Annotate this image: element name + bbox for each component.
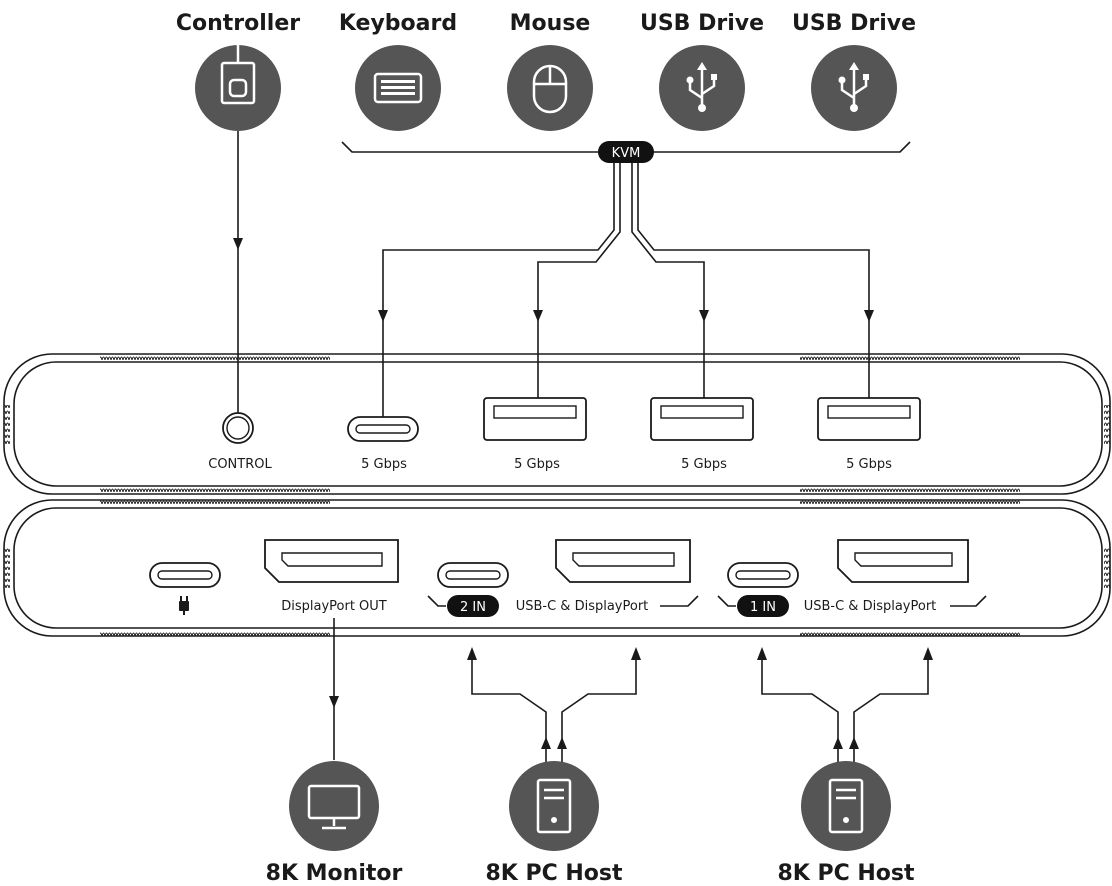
device-label-8k-pc-host-2: 8K PC Host [485, 861, 623, 886]
kvm-bracket [341, 141, 911, 163]
input2-usb-c-port[interactable] [437, 562, 509, 588]
power-plug-icon [179, 596, 189, 615]
input2-badge: 2 IN [460, 600, 486, 615]
input1-bracket [717, 595, 987, 617]
device-label-usb-drive-2: USB Drive [792, 11, 916, 36]
mouse-icon [507, 45, 593, 131]
kvm-badge: KVM [612, 146, 641, 161]
displayport-out-label: DisplayPort OUT [281, 599, 387, 614]
pc-tower-icon [509, 761, 599, 851]
front-usb-a-port-2[interactable] [650, 397, 754, 441]
input1-usb-c-port[interactable] [727, 562, 799, 588]
front-port-speed-3: 5 Gbps [681, 457, 727, 472]
keyboard-icon [355, 45, 441, 131]
input2-displayport-port[interactable] [555, 539, 691, 583]
input1-badge: 1 IN [750, 600, 776, 615]
front-usb-a-port-1[interactable] [483, 397, 587, 441]
device-label-usb-drive-1: USB Drive [640, 11, 764, 36]
device-label-8k-pc-host-1: 8K PC Host [777, 861, 915, 886]
kvm-cable-bundle [378, 163, 874, 420]
front-usb-a-port-3[interactable] [817, 397, 921, 441]
pc-host-2-cables [467, 647, 641, 770]
input1-displayport-port[interactable] [837, 539, 969, 583]
control-label: CONTROL [208, 457, 272, 472]
input1-label: USB-C & DisplayPort [804, 599, 937, 614]
power-usb-c-port[interactable] [149, 562, 221, 588]
usb-icon [659, 45, 745, 131]
device-label-mouse: Mouse [510, 11, 591, 36]
front-panel [3, 353, 1111, 495]
controller-cable [233, 131, 243, 420]
front-port-speed-4: 5 Gbps [846, 457, 892, 472]
monitor-cable [329, 618, 339, 760]
usb-icon [811, 45, 897, 131]
device-label-keyboard: Keyboard [339, 11, 457, 36]
pc-tower-icon [801, 761, 891, 851]
device-label-8k-monitor: 8K Monitor [266, 861, 403, 886]
front-port-speed-1: 5 Gbps [361, 457, 407, 472]
displayport-out-port[interactable] [264, 539, 399, 583]
controller-icon [195, 44, 281, 131]
device-label-controller: Controller [176, 11, 300, 36]
front-port-speed-2: 5 Gbps [514, 457, 560, 472]
front-usb-c-port[interactable] [347, 416, 419, 442]
input2-bracket [427, 595, 699, 617]
control-jack[interactable] [222, 412, 254, 444]
pc-host-1-cables [757, 647, 933, 770]
monitor-icon [289, 761, 379, 851]
input2-label: USB-C & DisplayPort [516, 599, 649, 614]
rear-panel [3, 499, 1111, 637]
